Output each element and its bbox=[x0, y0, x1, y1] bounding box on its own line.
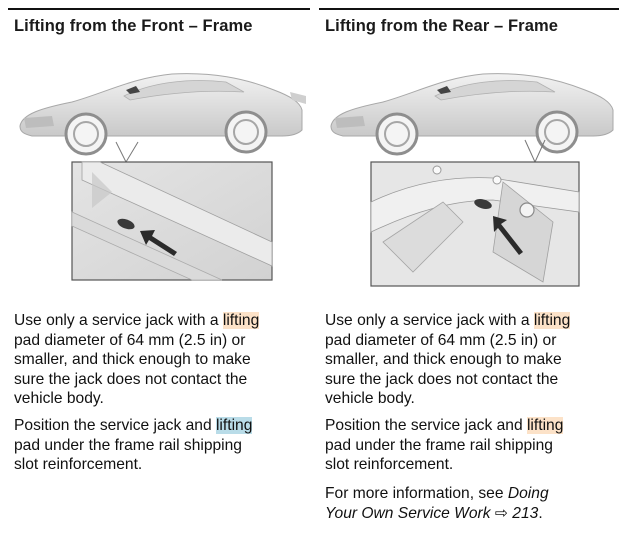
frame-detail-inset bbox=[370, 161, 580, 287]
shipping-slot bbox=[117, 218, 135, 230]
frame-detail-inset bbox=[71, 161, 273, 281]
text-line: pad under the frame rail shipping bbox=[325, 436, 553, 454]
section-heading-rear: Lifting from the Rear – Frame bbox=[325, 17, 559, 35]
highlighted-word: lifting bbox=[533, 312, 571, 329]
jack-instruction-paragraph: Use only a service jack with a lifting p… bbox=[325, 311, 615, 409]
text-line: sure the jack does not contact the bbox=[14, 370, 248, 388]
text-line: sure the jack does not contact the bbox=[325, 370, 559, 388]
page-arrow-icon: ⇨ bbox=[494, 504, 508, 522]
highlighted-word: lifting bbox=[215, 417, 253, 434]
text-line: slot reinforcement. bbox=[325, 456, 454, 474]
more-info-paragraph: For more information, see Doing Your Own… bbox=[325, 484, 615, 523]
callout-line bbox=[115, 141, 127, 163]
callout-line bbox=[125, 141, 139, 163]
rear-frame-illustration bbox=[323, 52, 619, 292]
car-rear-lift-diagram bbox=[330, 73, 614, 287]
text-fragment: Position the service jack and bbox=[325, 417, 527, 434]
text-line: pad diameter of 64 mm (2.5 in) or bbox=[325, 331, 557, 349]
text-fragment: Use only a service jack with a bbox=[14, 312, 223, 329]
front-frame-illustration bbox=[12, 52, 308, 292]
section-heading-front: Lifting from the Front – Frame bbox=[14, 17, 253, 35]
car-front-lift-diagram bbox=[19, 73, 306, 281]
text-line: pad under the frame rail shipping bbox=[14, 436, 242, 454]
car-silhouette bbox=[19, 73, 306, 156]
page-number[interactable]: 213 bbox=[512, 504, 539, 522]
pointer-arrow-icon bbox=[140, 230, 177, 256]
text-line: smaller, and thick enough to make bbox=[14, 351, 251, 369]
shipping-slot bbox=[474, 199, 492, 209]
callout-line bbox=[534, 139, 546, 163]
section-rule bbox=[319, 8, 619, 10]
highlighted-word: lifting bbox=[222, 312, 260, 329]
callout-line bbox=[524, 139, 536, 163]
position-instruction-paragraph: Position the service jack and lifting pa… bbox=[14, 416, 304, 475]
cross-reference-link[interactable]: Your Own Service Work bbox=[325, 504, 491, 522]
left-column: Lifting from the Front – Frame bbox=[8, 0, 310, 560]
text-fragment: For more information, see bbox=[325, 485, 508, 502]
text-fragment: Use only a service jack with a bbox=[325, 312, 534, 329]
pointer-arrow-icon bbox=[493, 216, 523, 255]
jack-instruction-paragraph: Use only a service jack with a lifting p… bbox=[14, 311, 304, 409]
car-silhouette bbox=[330, 73, 614, 156]
cross-reference-link[interactable]: Doing bbox=[507, 485, 549, 502]
text-fragment: Position the service jack and bbox=[14, 417, 216, 434]
text-fragment: . bbox=[538, 504, 543, 522]
text-line: smaller, and thick enough to make bbox=[325, 351, 562, 369]
highlighted-word: lifting bbox=[526, 417, 564, 434]
position-instruction-paragraph: Position the service jack and lifting pa… bbox=[325, 416, 615, 475]
right-column: Lifting from the Rear – Frame bbox=[319, 0, 619, 560]
text-line: pad diameter of 64 mm (2.5 in) or bbox=[14, 331, 246, 349]
text-line: slot reinforcement. bbox=[14, 456, 143, 474]
text-line: vehicle body. bbox=[325, 390, 415, 408]
text-line: vehicle body. bbox=[14, 390, 104, 408]
section-rule bbox=[8, 8, 310, 10]
